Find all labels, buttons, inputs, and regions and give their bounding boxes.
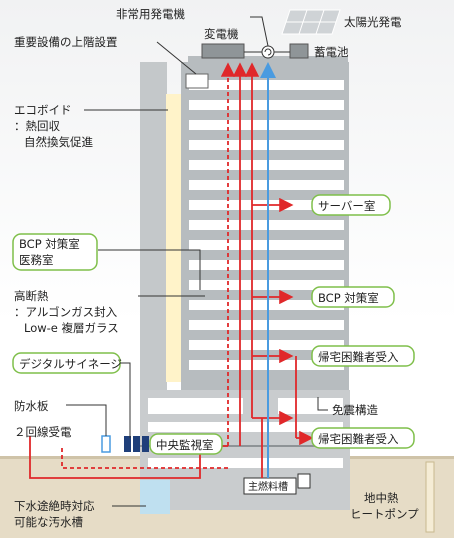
- server-room-box: [311, 194, 391, 216]
- leader-lines: [66, 16, 328, 438]
- label-medical-room: 医務室: [19, 253, 54, 267]
- label-dual-power: ２回線受電: [14, 425, 72, 439]
- label-signage: デジタルサイネージ: [19, 357, 122, 371]
- label-seismic-isolation: 免震構造: [332, 403, 378, 417]
- label-sewage-1: 下水途絶時対応: [14, 499, 95, 513]
- label-server-room: サーバー室: [318, 199, 375, 213]
- label-central-monitor: 中央監視室: [156, 438, 214, 452]
- label-bcp-room: BCP 対策室: [318, 291, 379, 305]
- label-battery: 蓄電池: [314, 45, 349, 59]
- podium-floor-3: [148, 422, 343, 432]
- main-fuel-tank-box: [243, 477, 297, 495]
- label-insulation: 高断熱: [14, 289, 49, 303]
- label-solar: 太陽光発電: [344, 15, 402, 29]
- monitor-cabinets-icon: [124, 436, 149, 452]
- label-geothermal-1: 地中熱: [364, 491, 399, 505]
- label-emergency-generator: 非常用発電機: [116, 7, 185, 21]
- battery-box: [289, 43, 309, 59]
- bcp-room-box: [311, 286, 395, 308]
- flood-barrier-icon: [101, 435, 111, 453]
- geothermal-pipe: [425, 461, 435, 533]
- eco-void: [166, 94, 181, 382]
- label-flood-barrier: 防水板: [14, 399, 49, 413]
- fuel-pump-box: [297, 473, 311, 489]
- podium-floor-1: [148, 398, 243, 414]
- central-monitor-box: [149, 433, 223, 455]
- label-geothermal-2: ヒートポンプ: [350, 507, 419, 521]
- label-insulation-glass: Low-e 複層ガラス: [24, 321, 119, 335]
- label-sewage-2: 可能な汚水槽: [14, 515, 83, 529]
- label-refugee-accept-1: 帰宅困難者受入: [318, 350, 399, 364]
- label-upper-floor-equipment: 重要設備の上階設置: [14, 35, 118, 49]
- solar-panel-icon: [281, 9, 341, 35]
- bcp-medical-box: [12, 233, 98, 271]
- upper-floor-equipment-box: [185, 73, 209, 89]
- label-eco-void-vent: 自然換気促進: [24, 135, 93, 149]
- floor-plates: [189, 80, 344, 370]
- transformer-box: [201, 43, 245, 59]
- tower-side-frame: [140, 62, 167, 390]
- label-eco-void: エコボイド: [14, 103, 72, 117]
- refugee-accept-box-2: [311, 427, 415, 449]
- sewage-tank: [140, 480, 170, 514]
- label-transformer: 変電機: [204, 27, 239, 41]
- label-main-fuel-tank: 主燃料槽: [248, 480, 288, 493]
- label-bcp-office: BCP 対策室: [19, 237, 80, 251]
- generator-coil-icon: [264, 48, 272, 56]
- signage-box: [12, 352, 121, 374]
- podium-floor-4: [148, 458, 343, 468]
- generator-icon: [261, 45, 275, 59]
- label-eco-void-heat: ：熱回収: [14, 119, 60, 133]
- label-refugee-accept-2: 帰宅困難者受入: [318, 432, 399, 446]
- label-insulation-argon: ：アルゴンガス封入: [14, 305, 118, 319]
- refugee-accept-box-1: [311, 345, 415, 367]
